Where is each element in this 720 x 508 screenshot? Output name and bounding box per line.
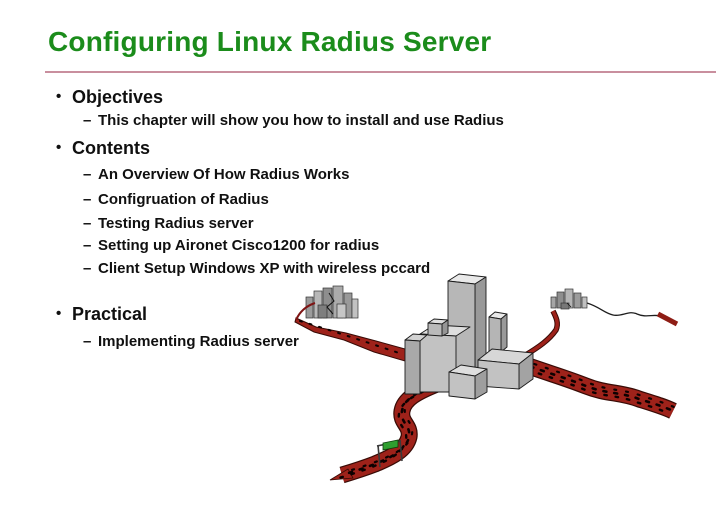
dash-marker: – [83, 237, 92, 254]
road-right [515, 354, 678, 419]
bullet-dot: • [56, 305, 62, 322]
small-town-right [550, 288, 588, 310]
bullet-dot: • [56, 139, 62, 156]
small-town-left [295, 285, 359, 321]
building-left-narrow [404, 333, 428, 395]
road-bottom [329, 376, 442, 484]
dash-marker: – [83, 215, 92, 232]
dash-marker: – [83, 166, 92, 183]
bullet-text: Contents [72, 138, 150, 158]
highway-sign [376, 439, 403, 468]
building-thin-tower [488, 311, 508, 355]
city-buildings [404, 273, 534, 400]
building-front-cube [448, 364, 488, 400]
sub-bullet-text: Client Setup Windows XP with wireless pc… [98, 260, 431, 277]
sub-bullet-text: This chapter will show you how to instal… [98, 112, 504, 129]
building-right-block [477, 348, 534, 390]
bullet-text: Practical [72, 304, 148, 324]
road-upper-right-thin [522, 309, 560, 359]
sub-bullet-text: Implementing Radius server [98, 333, 299, 350]
dash-marker: – [83, 191, 92, 208]
slide-title: Configuring Linux Radius Server [48, 26, 492, 57]
dash-marker: – [83, 112, 92, 129]
building-roof-cube [427, 318, 449, 337]
bullet-text: Objectives [72, 87, 164, 107]
sub-bullet-text: An Overview Of How Radius Works [98, 166, 350, 183]
title-divider-line [45, 71, 716, 73]
dash-marker: – [83, 260, 92, 277]
sub-bullet-text: Configruation of Radius [98, 191, 269, 208]
sub-bullet-text: Setting up Aironet Cisco1200 for radius [98, 237, 380, 254]
sub-bullet-text: Testing Radius server [98, 215, 254, 232]
dash-marker: – [83, 333, 92, 350]
road-trail-thin [586, 302, 679, 327]
bullet-dot: • [56, 88, 62, 105]
